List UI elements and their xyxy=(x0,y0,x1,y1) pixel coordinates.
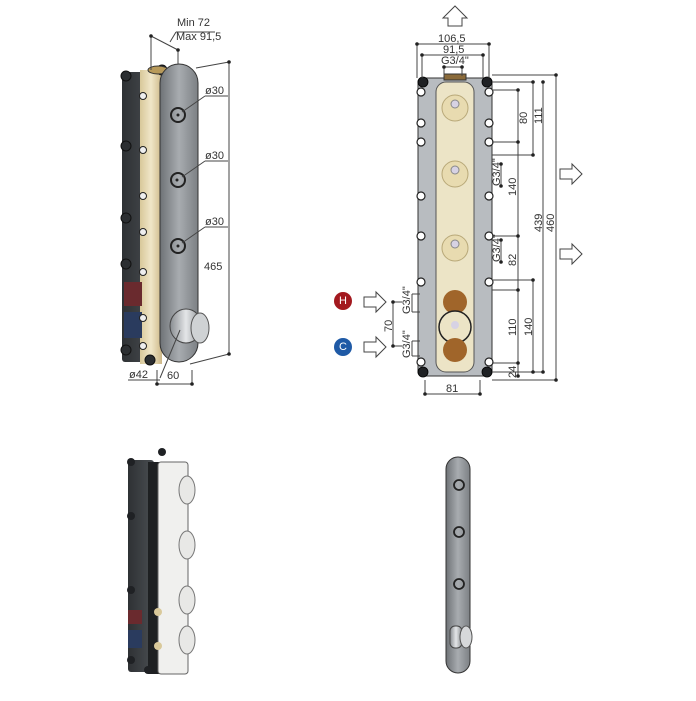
hot-inlet-badge: H xyxy=(334,292,352,310)
dim-140-a: 140 xyxy=(507,178,519,196)
dim-82: 82 xyxy=(507,254,519,266)
button-diameter-1: ø30 xyxy=(205,85,224,97)
bottom-width-label: 81 xyxy=(446,383,458,395)
side-perspective-view xyxy=(120,31,231,386)
outlet-arrow-up-icon xyxy=(441,5,469,27)
depth-min-label: Min 72 xyxy=(177,17,210,29)
dim-g34-b: G3/4" xyxy=(491,234,503,262)
dim-g34-cold: G3/4" xyxy=(401,330,413,358)
dim-110: 110 xyxy=(507,318,519,336)
inlet-arrow-hot-icon xyxy=(363,290,387,314)
finishing-plate-view xyxy=(445,456,473,674)
dim-80: 80 xyxy=(518,112,530,124)
dim-24: 24 xyxy=(507,366,519,378)
cold-inlet-badge: C xyxy=(334,338,352,356)
dim-g34-a: G3/4" xyxy=(491,158,503,186)
inlet-arrow-cold-icon xyxy=(363,335,387,359)
button-diameter-2: ø30 xyxy=(205,150,224,162)
front-technical-view xyxy=(363,5,583,396)
plate-height-label: 465 xyxy=(204,261,222,273)
outlet-arrow-right-icon xyxy=(559,162,583,186)
dim-460: 460 xyxy=(545,214,557,232)
button-diameter-3: ø30 xyxy=(205,216,224,228)
top-width-outer-label: 106,5 xyxy=(438,33,466,45)
plate-width-label: 60 xyxy=(167,370,179,382)
perspective-body-view xyxy=(127,448,196,675)
dim-70: 70 xyxy=(383,320,395,332)
dim-140-b: 140 xyxy=(523,318,535,336)
outlet-arrow-right-icon xyxy=(559,242,583,266)
dim-111: 111 xyxy=(533,107,545,124)
top-connection-label: G3/4" xyxy=(441,55,469,67)
top-width-inner-label: 91,5 xyxy=(443,44,464,56)
depth-max-label: Max 91,5 xyxy=(176,31,221,43)
knob-diameter-label: ø42 xyxy=(129,369,148,381)
dim-439: 439 xyxy=(533,214,545,232)
dim-g34-hot: G3/4" xyxy=(401,286,413,314)
